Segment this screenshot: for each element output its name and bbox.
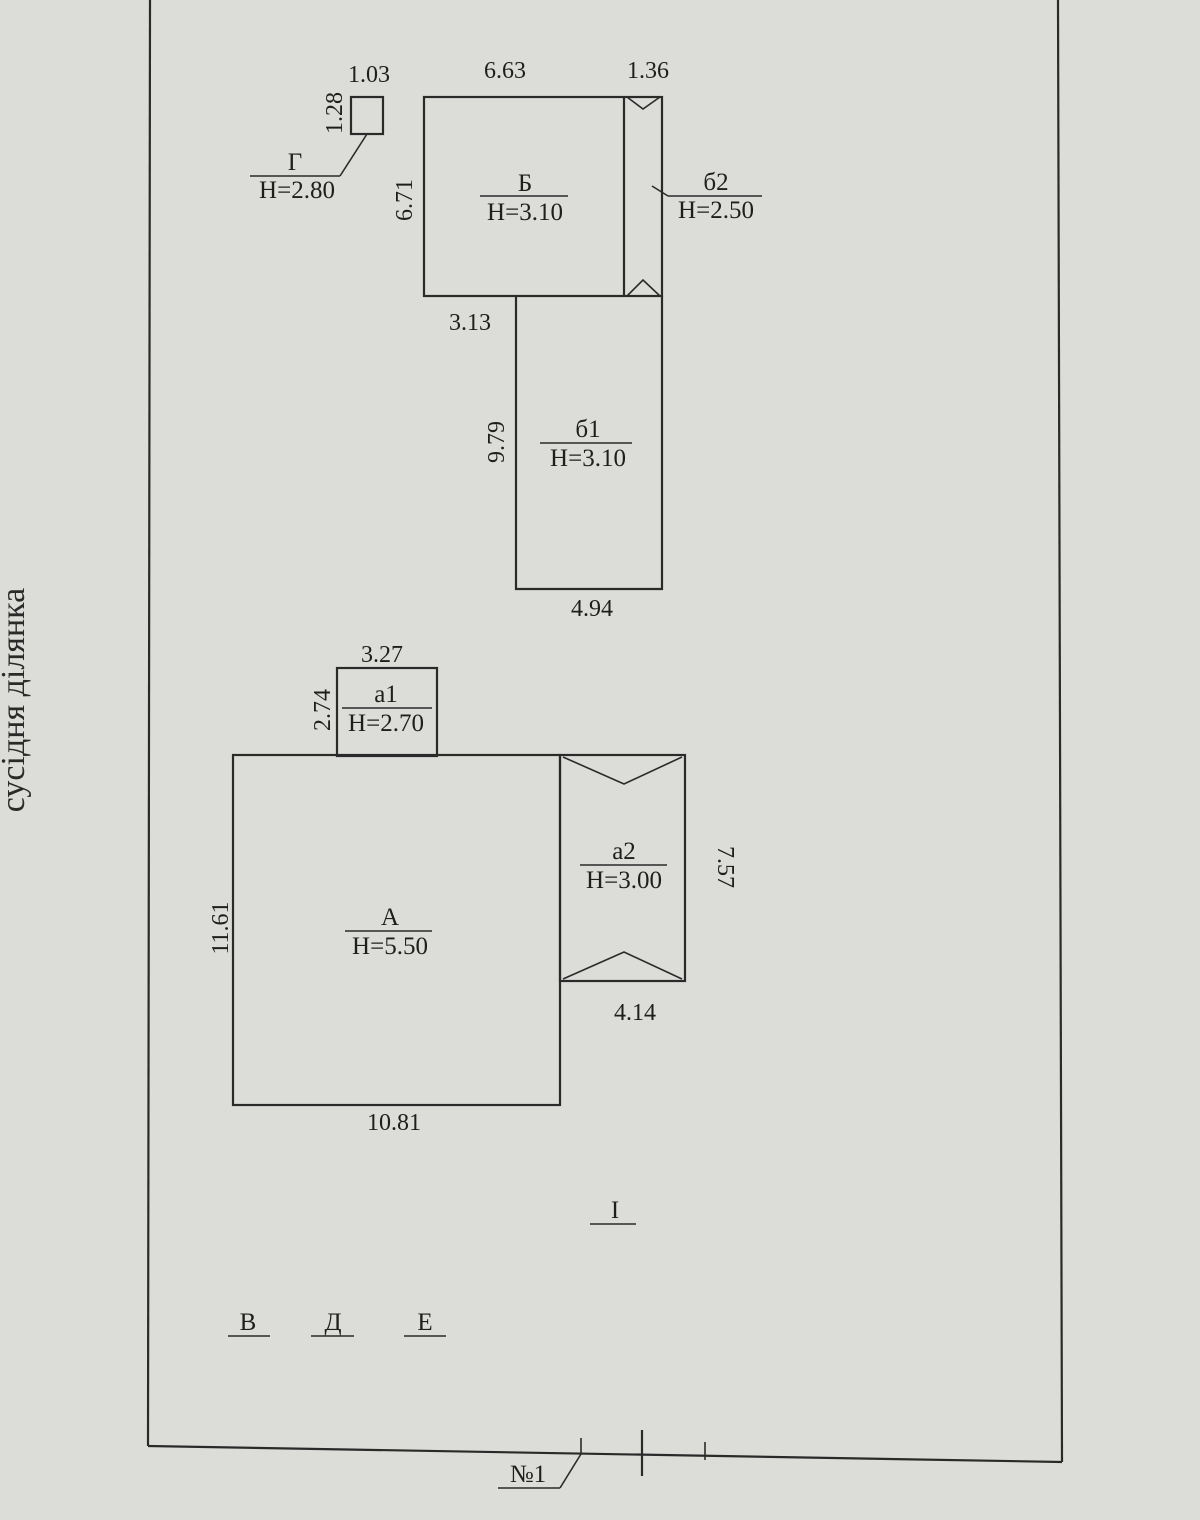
marker-e-label: Е xyxy=(417,1309,432,1336)
dim-a1-width: 3.27 xyxy=(361,642,403,668)
dim-a-width: 10.81 xyxy=(367,1110,421,1136)
building-g-name: Г xyxy=(288,149,302,176)
dim-b1-width: 4.94 xyxy=(571,596,613,622)
dim-g-height: 1.28 xyxy=(322,92,348,134)
plot-boundary xyxy=(146,0,1064,1464)
marker-v-label: В xyxy=(240,1309,257,1336)
building-a2: а2 H=3.00 7.57 4.14 xyxy=(558,753,738,1026)
building-b1-name: б1 xyxy=(575,416,600,443)
marker-i-label: I xyxy=(611,1197,619,1224)
dim-a2-height: 7.57 xyxy=(712,846,738,888)
marker-d: Д xyxy=(311,1309,354,1337)
plot-number: №1 xyxy=(510,1461,546,1488)
building-a1-name: а1 xyxy=(374,681,398,708)
building-a-height: H=5.50 xyxy=(352,933,428,960)
plot-number-marker: №1 xyxy=(498,1430,706,1489)
dim-a-height: 11.61 xyxy=(208,901,234,954)
building-b-name: Б xyxy=(518,170,532,197)
marker-v: В xyxy=(228,1309,270,1337)
dim-b-width: 6.63 xyxy=(484,58,526,84)
building-b2-height: H=2.50 xyxy=(678,197,754,224)
building-b2: б2 H=2.50 xyxy=(651,169,762,224)
building-a: А H=5.50 11.61 10.81 xyxy=(208,753,562,1136)
building-a2-height: H=3.00 xyxy=(586,867,662,894)
building-b1: б1 H=3.10 9.79 4.94 xyxy=(484,296,664,622)
building-g: Г H=2.80 1.03 1.28 xyxy=(250,62,390,204)
marker-i: I xyxy=(590,1197,636,1225)
marker-d-label: Д xyxy=(324,1309,341,1336)
building-a-name: А xyxy=(381,904,399,931)
dim-b1-height: 9.79 xyxy=(484,421,510,463)
building-b1-height: H=3.10 xyxy=(550,445,626,472)
building-b2-name: б2 xyxy=(703,169,728,196)
neighbour-plot-label: сусідня ділянка xyxy=(0,588,32,812)
building-a2-name: а2 xyxy=(612,838,636,865)
dim-a1-height: 2.74 xyxy=(310,689,336,731)
building-a1: а1 H=2.70 3.27 2.74 xyxy=(310,642,439,758)
dim-a2-width: 4.14 xyxy=(614,1000,656,1026)
dim-b-height: 6.71 xyxy=(392,179,418,221)
dim-g-width: 1.03 xyxy=(348,62,390,88)
building-b: Б H=3.10 6.63 1.36 6.71 3.13 xyxy=(392,58,669,336)
dim-b-bottom: 3.13 xyxy=(449,310,491,336)
marker-e: Е xyxy=(404,1309,446,1337)
dim-b2-width: 1.36 xyxy=(627,58,669,84)
building-a1-height: H=2.70 xyxy=(348,710,424,737)
building-g-height: H=2.80 xyxy=(259,177,335,204)
building-b-height: H=3.10 xyxy=(487,199,563,226)
